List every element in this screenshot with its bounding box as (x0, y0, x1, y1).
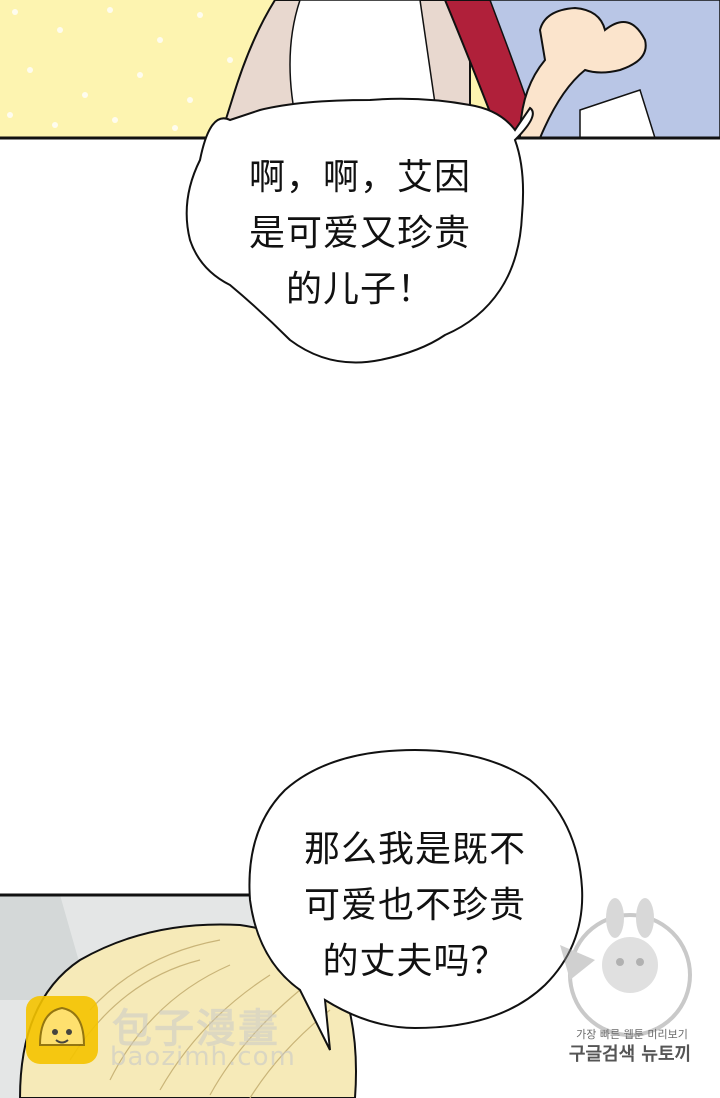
bubble-1-line: 的儿子！ (285, 269, 434, 310)
bubble-1-text: 啊，啊，艾因 是可爱又珍贵 的儿子！ (215, 150, 505, 318)
watermark-site-url: baozimh.com (110, 1042, 296, 1072)
watermark-site-name: 包子漫畫 (112, 1006, 280, 1052)
watermark-korean-line1: 가장 빠른 웹툰 미리보기 (576, 1028, 688, 1041)
baozi-logo-icon (26, 996, 98, 1064)
mascot-watermark-icon (560, 898, 692, 1037)
speech-bubble-2 (248, 748, 584, 1051)
bubble-2-text: 那么我是既不 可爱也不珍贵 的丈夫吗？ (270, 822, 560, 990)
bubble-2-line: 那么我是既不 (303, 829, 526, 870)
bubble-2-line: 可爱也不珍贵 (303, 885, 526, 926)
bubble-1-line: 啊，啊，艾因 (248, 157, 471, 198)
bubble-2-line: 的丈夫吗？ (322, 941, 508, 982)
speech-bubble-1 (185, 97, 534, 364)
watermark-korean-line2: 구글검색 뉴토끼 (568, 1044, 692, 1065)
bubble-1-line: 是可爱又珍贵 (248, 213, 471, 254)
